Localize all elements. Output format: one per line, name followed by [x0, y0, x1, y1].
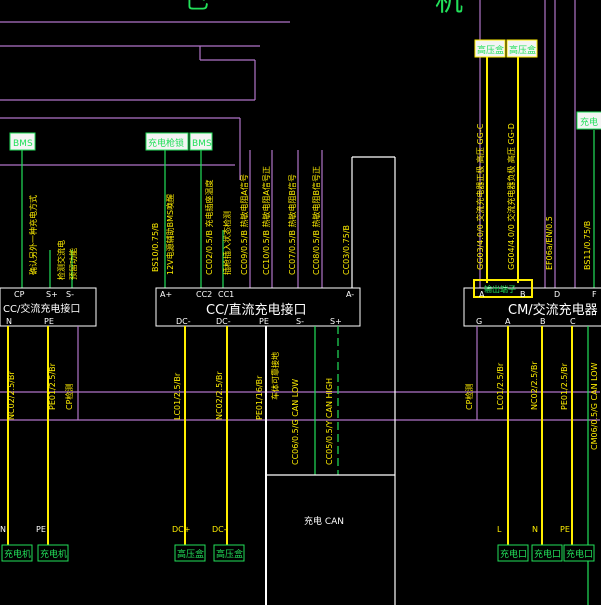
- svg-text:PE: PE: [259, 317, 269, 326]
- header-fragment-left: 已: [185, 0, 209, 14]
- cm-connector-title: CM/交流充电器: [508, 302, 598, 318]
- svg-text:C: C: [570, 317, 576, 326]
- svg-text:NC02/2.5/Br: NC02/2.5/Br: [7, 371, 16, 420]
- svg-text:CC08/0.5/B 热敏电阻B信号正: CC08/0.5/B 热敏电阻B信号正: [311, 166, 321, 275]
- svg-text:BMS: BMS: [13, 139, 33, 149]
- svg-text:PE: PE: [44, 317, 54, 326]
- svg-text:输出端子: 输出端子: [484, 284, 516, 294]
- svg-text:车体可靠接地: 车体可靠接地: [270, 352, 280, 400]
- svg-text:充电口: 充电口: [500, 548, 527, 560]
- svg-text:LC01/2.5/Br: LC01/2.5/Br: [173, 372, 182, 420]
- svg-text:充电机: 充电机: [4, 548, 31, 560]
- svg-text:LC01/2.5/Br: LC01/2.5/Br: [496, 362, 505, 410]
- left-wire-label-3: 预留功能: [68, 248, 78, 280]
- svg-text:PE: PE: [560, 525, 570, 534]
- svg-text:GG03/4.0/0 交流充电器正极 高压 GG-C: GG03/4.0/0 交流充电器正极 高压 GG-C: [475, 123, 485, 270]
- svg-text:NC02/2.5/Br: NC02/2.5/Br: [215, 371, 224, 420]
- svg-text:插枪插入状态检测: 插枪插入状态检测: [222, 211, 232, 275]
- dc-connector-title: CC/直流充电接口: [206, 302, 307, 318]
- svg-text:S+: S+: [330, 317, 342, 326]
- svg-text:F: F: [592, 290, 597, 299]
- svg-text:CC07/0.5/B 热敏电阻B信号: CC07/0.5/B 热敏电阻B信号: [287, 174, 297, 275]
- svg-text:BS10/0.75/B: BS10/0.75/B: [151, 223, 160, 272]
- svg-text:D: D: [554, 290, 560, 299]
- svg-text:N: N: [6, 317, 12, 326]
- svg-text:DC-: DC-: [176, 317, 191, 326]
- svg-text:N: N: [0, 525, 6, 534]
- svg-text:高压盒: 高压盒: [216, 548, 243, 560]
- svg-text:充电枪锁: 充电枪锁: [148, 137, 184, 149]
- svg-text:GG04/4.0/0 交流充电器负极 高压 GG-D: GG04/4.0/0 交流充电器负极 高压 GG-D: [506, 123, 516, 270]
- svg-text:CC1: CC1: [218, 290, 234, 299]
- svg-text:CP检测: CP检测: [464, 384, 474, 410]
- svg-text:CC2: CC2: [196, 290, 212, 299]
- svg-text:CC02/0.5/B 充电插座温度: CC02/0.5/B 充电插座温度: [204, 180, 214, 276]
- cm-connector: 高压盒 高压盒 GG03/4.0/0 交流充电器正极 高压 GG-C GG04/…: [463, 39, 601, 605]
- svg-text:CC03/0.75/B: CC03/0.75/B: [342, 225, 351, 275]
- svg-text:EF06a/EN/0.5: EF06a/EN/0.5: [545, 216, 554, 270]
- header-fragment-right: 机: [435, 0, 463, 17]
- svg-text:CC10/0.5/B 热敏电阻A信号正: CC10/0.5/B 热敏电阻A信号正: [261, 166, 271, 275]
- svg-text:充电口: 充电口: [566, 548, 593, 560]
- svg-text:DC+: DC+: [172, 525, 190, 534]
- svg-text:CP: CP: [14, 290, 25, 299]
- svg-text:S+: S+: [46, 290, 58, 299]
- svg-text:S-: S-: [66, 290, 74, 299]
- svg-text:A: A: [505, 317, 511, 326]
- svg-text:G: G: [476, 317, 482, 326]
- svg-text:充电: 充电: [580, 116, 598, 128]
- bms-box-mid-left: 充电枪锁: [145, 132, 189, 151]
- svg-text:DC-: DC-: [212, 525, 227, 534]
- bms-box-right: 充电: [576, 111, 601, 130]
- output-terminal-highlight: [473, 279, 533, 298]
- svg-text:B: B: [520, 290, 526, 299]
- can-label: 充电 CAN: [304, 515, 344, 527]
- svg-text:高压盒: 高压盒: [509, 44, 536, 56]
- svg-text:BMS: BMS: [192, 139, 212, 149]
- left-wire-label-1: 确认另外一种充电方式: [28, 195, 38, 275]
- svg-text:NC02/2.5/Br: NC02/2.5/Br: [530, 361, 539, 410]
- svg-text:CM06/0.5/G CAN LOW: CM06/0.5/G CAN LOW: [590, 362, 599, 450]
- svg-text:PE: PE: [36, 525, 46, 534]
- svg-text:充电机: 充电机: [40, 548, 67, 560]
- svg-text:高压盒: 高压盒: [477, 44, 504, 56]
- svg-text:12V电源辅助BMS唤醒: 12V电源辅助BMS唤醒: [165, 194, 175, 275]
- svg-text:PE01/2.5/Br: PE01/2.5/Br: [560, 362, 569, 410]
- svg-text:CC06/0.5/G CAN LOW: CC06/0.5/G CAN LOW: [291, 379, 300, 465]
- dc-connector: BS10/0.75/B 12V电源辅助BMS唤醒 CC02/0.5/B 充电插座…: [151, 150, 396, 605]
- svg-text:A+: A+: [160, 290, 172, 299]
- svg-text:S-: S-: [296, 317, 304, 326]
- svg-text:N: N: [532, 525, 538, 534]
- svg-text:PE01/2.5/Br: PE01/2.5/Br: [48, 362, 57, 410]
- svg-text:充电口: 充电口: [534, 548, 561, 560]
- bms-box-left: BMS: [9, 132, 36, 151]
- svg-text:CP检测: CP检测: [64, 384, 74, 410]
- svg-text:CC09/0.5/B 热敏电阻A信号: CC09/0.5/B 热敏电阻A信号: [239, 174, 249, 275]
- svg-text:B: B: [540, 317, 546, 326]
- left-connector: 确认另外一种充电方式 检测交流电 预留功能 CP S+ S- CC/交流充电接口…: [0, 150, 97, 562]
- left-connector-title: CC/交流充电接口: [3, 302, 80, 315]
- svg-text:CC05/0.5/Y CAN HIGH: CC05/0.5/Y CAN HIGH: [325, 378, 334, 465]
- svg-text:L: L: [497, 525, 502, 534]
- svg-text:DC-: DC-: [216, 317, 231, 326]
- bms-box-mid-right: BMS: [189, 132, 213, 151]
- svg-text:A-: A-: [346, 290, 354, 299]
- svg-text:A: A: [479, 290, 485, 299]
- svg-text:PE01/16/Br: PE01/16/Br: [255, 375, 264, 420]
- svg-text:高压盒: 高压盒: [177, 548, 204, 560]
- svg-text:BS11/0.75/B: BS11/0.75/B: [583, 221, 592, 270]
- left-wire-label-2: 检测交流电: [56, 240, 66, 280]
